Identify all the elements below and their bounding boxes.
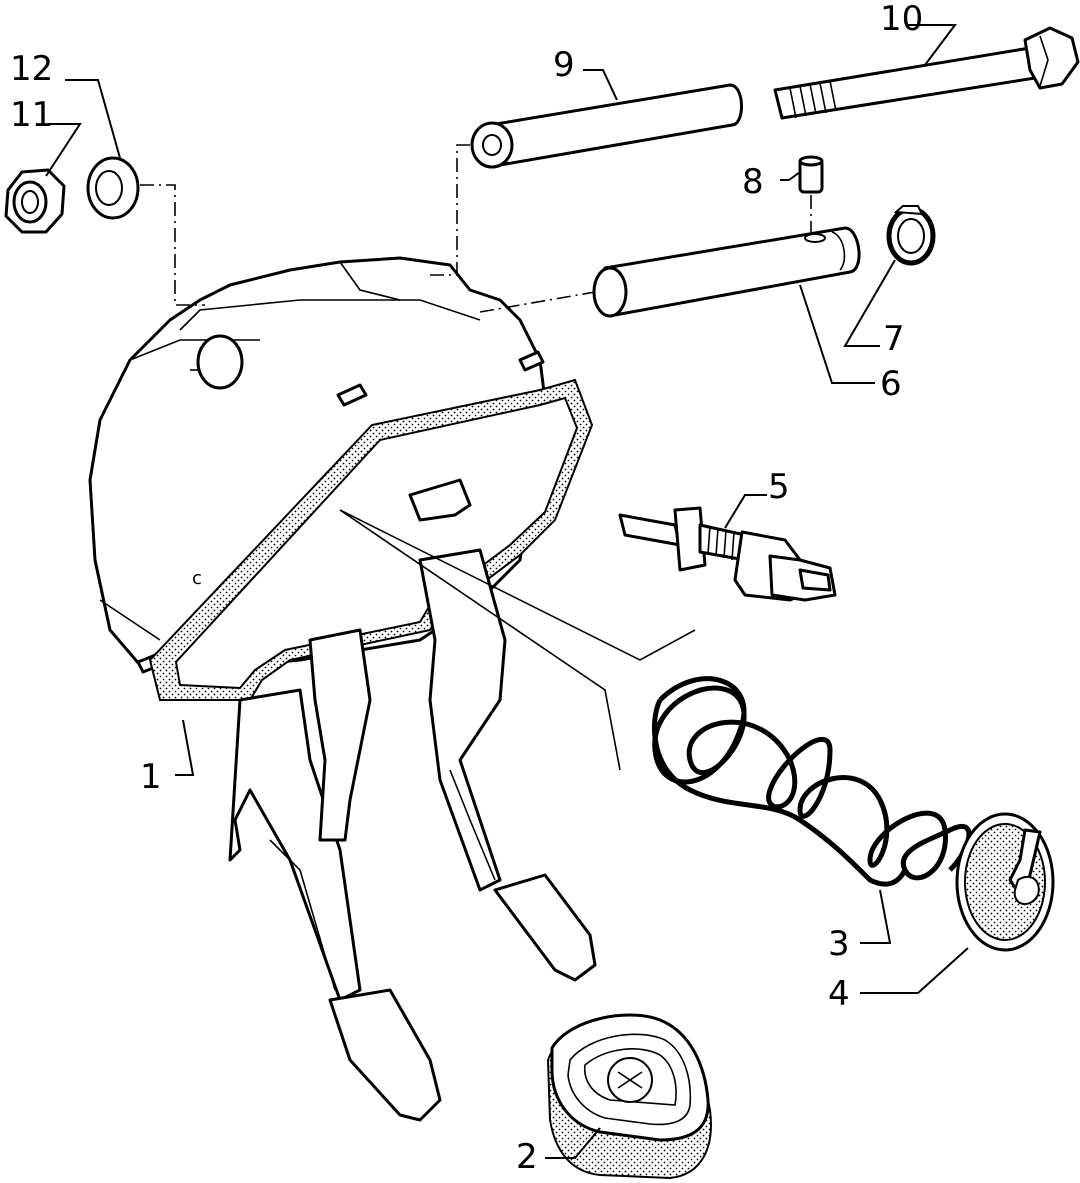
bracket-clip [408,478,472,522]
callout-5: 5 [768,467,790,507]
callout-4: 4 [828,974,850,1014]
gasket [148,378,594,701]
callout-10: 10 [880,0,923,39]
part-5-switch [618,506,837,602]
part-11-nut [4,168,66,234]
part-9-sleeve [470,83,743,169]
leader-11 [45,123,82,177]
part-6-shaft [592,226,861,318]
callout-8: 8 [742,162,764,202]
callout-2: 2 [516,1137,538,1177]
housing-mark: c [192,568,202,589]
callout-6: 6 [880,364,902,404]
detail-leader-lines [339,509,696,771]
leader-12 [65,79,121,159]
callout-labels: 1 2 3 4 5 6 7 8 9 10 11 12 [10,0,923,1177]
part-12-washer [86,156,140,220]
leader-10 [907,24,957,66]
clutch-pedal-pad [328,988,442,1122]
leader-4 [860,947,969,994]
brake-pedal-pad [493,873,597,982]
leader-6 [799,284,875,384]
part-10-bolt [773,26,1080,120]
leader-lines [45,24,969,1159]
callout-12: 12 [10,49,53,89]
leader-5 [724,494,767,529]
callout-9: 9 [553,45,575,85]
part-3-spring [652,676,972,887]
leader-9 [583,69,618,101]
leader-1 [175,719,195,776]
pedal-arms [228,548,597,1122]
part-4-spring-seat [955,812,1055,952]
leader-2 [545,1127,601,1159]
callout-11: 11 [10,95,53,135]
callout-1: 1 [140,757,162,797]
part-8-pin [798,155,824,232]
leader-7 [843,259,896,347]
part-7-circlip [886,205,936,266]
part-2-pedal-pad [546,1013,712,1180]
leader-3 [860,889,892,944]
callout-7: 7 [883,319,905,359]
callout-3: 3 [828,924,850,964]
leader-8 [780,171,801,181]
assembly-lines [140,144,596,313]
